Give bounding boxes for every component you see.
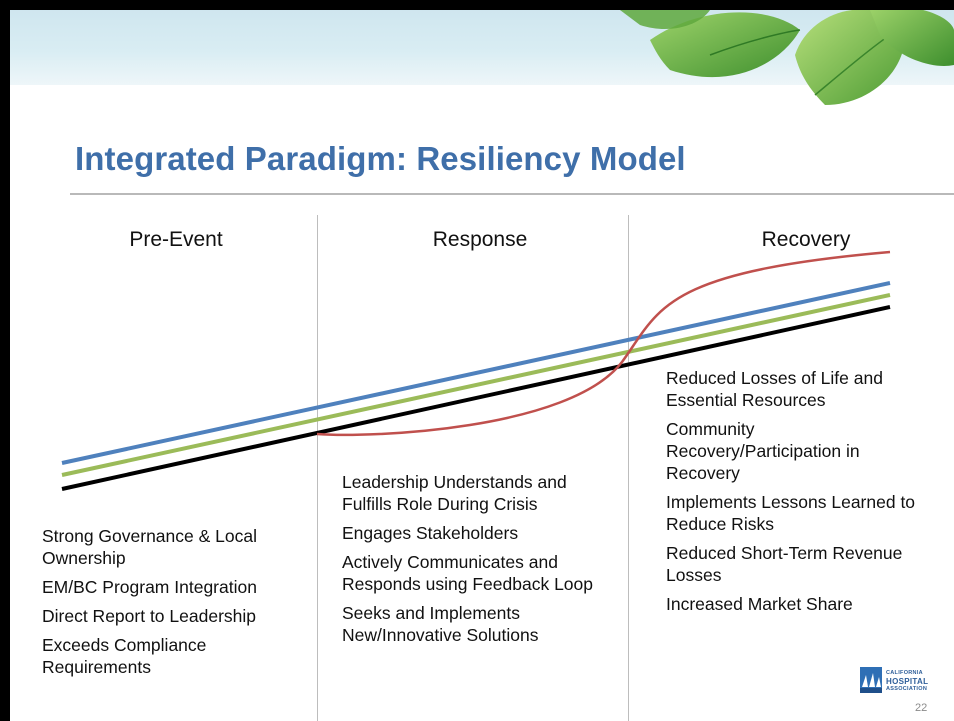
header-band [10,10,954,85]
list-item: Actively Communicates and Responds using… [342,552,594,594]
column-divider [628,215,629,721]
list-item: Exceeds Compliance Requirements [42,635,207,677]
list-item: Leadership Understands and Fulfills Role… [342,472,567,514]
column-heading-response: Response [432,228,528,251]
logo-text: CALIFORNIA HOSPITAL ASSOCIATION [886,670,936,693]
response-list: Leadership Understands and Fulfills Role… [342,471,612,653]
green-trend-line [61,293,891,477]
title-divider [70,193,954,195]
red-recovery-curve [316,250,891,437]
logo-line: ASSOCIATION [886,686,928,692]
hospital-logo-mark-icon [860,667,882,693]
logo-line: HOSPITAL [886,677,929,686]
list-item: Reduced Losses of Life and Essential Res… [666,368,883,410]
list-item: Increased Market Share [666,594,853,614]
logo-line: CALIFORNIA [886,670,923,676]
list-item: EM/BC Program Integration [42,577,257,597]
resiliency-diagram [61,250,891,491]
list-item: Direct Report to Leadership [42,606,256,626]
list-item: Engages Stakeholders [342,523,519,543]
recovery-list: Reduced Losses of Life and Essential Res… [666,367,926,622]
hospital-association-logo: CALIFORNIA HOSPITAL ASSOCIATION [860,667,935,695]
list-item: Implements Lessons Learned to Reduce Ris… [666,492,916,534]
slide-canvas: Integrated Paradigm: Resiliency Model Pr… [10,10,954,721]
list-item: Reduced Short-Term Revenue Losses [666,543,903,585]
black-trend-line [61,305,891,491]
list-item: Seeks and Implements New/Innovative Solu… [342,603,539,645]
column-heading-pre-event: Pre-Event [129,228,223,251]
list-item: Strong Governance & Local Ownership [42,526,257,568]
slide-title: Integrated Paradigm: Resiliency Model [75,140,686,177]
list-item: Community Recovery/Participation in Reco… [666,419,860,483]
blue-trend-line [61,281,891,465]
leaves-decoration-icon [620,10,954,105]
pre-event-list: Strong Governance & Local Ownership EM/B… [42,525,302,685]
column-heading-recovery: Recovery [761,228,851,251]
column-divider [317,215,318,721]
page-number: 22 [915,702,928,714]
